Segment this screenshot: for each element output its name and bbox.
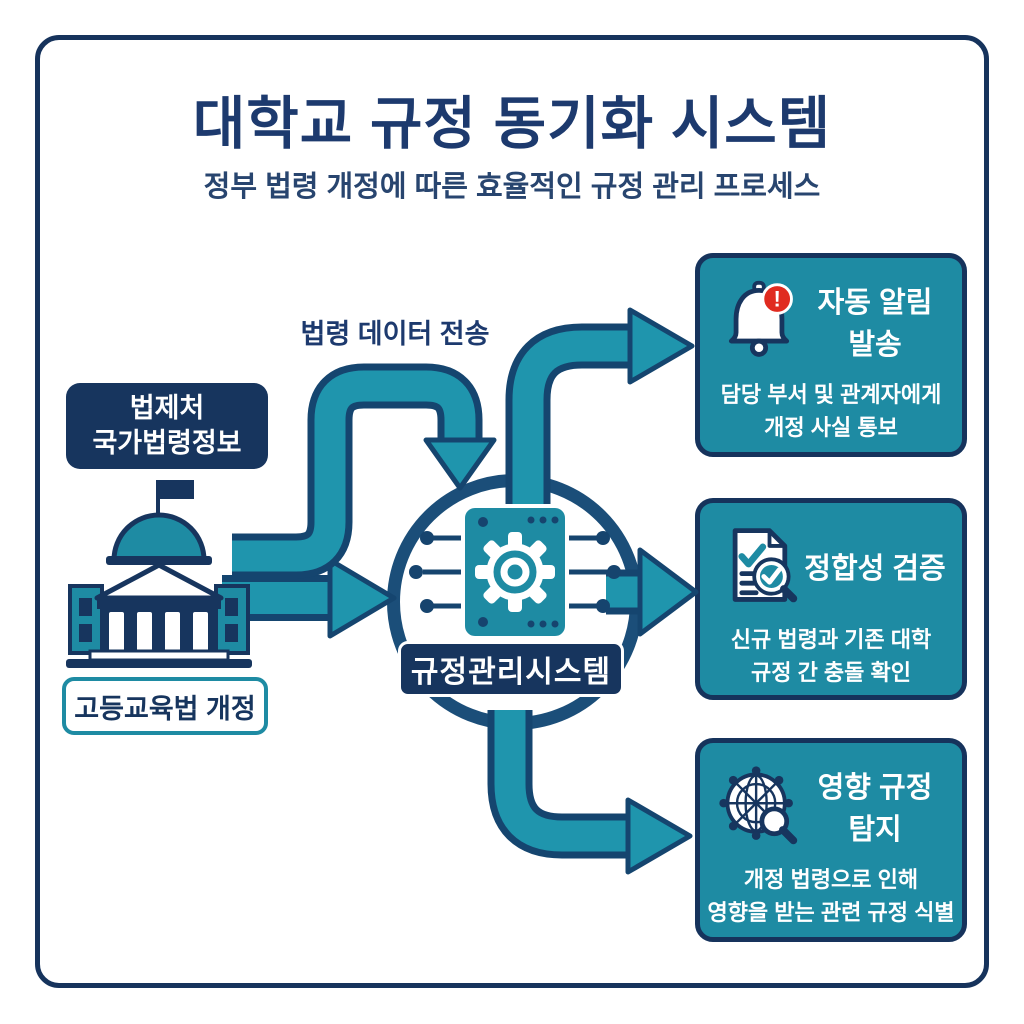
card-desc-line: 개정 사실 통보 — [764, 415, 898, 440]
bell-alert-icon: ! — [728, 280, 793, 357]
gear-icon — [475, 532, 555, 612]
government-building-icon — [66, 480, 252, 668]
card-title: 정합성 검증 — [804, 553, 946, 585]
card-impact-detection: 영향 규정 탐지 개정 법령으로 인해 영향을 받는 관련 규정 식별 — [695, 738, 967, 942]
card-title: 영향 규정 탐지 — [817, 772, 933, 846]
card-auto-alert: ! 자동 알림 발송 담당 부서 및 관계자에게 개정 사실 통보 — [695, 253, 967, 457]
page-subtitle: 정부 법령 개정에 따른 효율적인 규정 관리 프로세스 — [203, 171, 821, 203]
arrow-data-transfer — [232, 363, 497, 579]
page-title: 대학교 규정 동기화 시스템 — [192, 92, 832, 156]
source-agency-box: 법제처 국가법령정보 — [66, 383, 268, 469]
law-amendment-badge: 고등교육법 개정 — [62, 677, 268, 735]
chip-gear-icon — [409, 504, 621, 640]
svg-text:!: ! — [773, 287, 780, 312]
network-magnifier-icon — [719, 766, 798, 845]
card-desc-line: 영향을 받는 관련 규정 식별 — [707, 900, 955, 925]
arrow-hub-to-detect — [487, 710, 693, 875]
card-desc-line: 신규 법령과 기존 대학 — [730, 627, 932, 652]
source-line1: 법제처 — [129, 392, 205, 423]
card-desc-line: 담당 부서 및 관계자에게 — [720, 382, 942, 407]
arrow-hub-to-verify — [606, 547, 699, 637]
card-title: 자동 알림 발송 — [817, 287, 933, 361]
card-desc-line: 규정 간 충돌 확인 — [750, 660, 912, 685]
arrow-hub-to-alert — [505, 307, 695, 508]
data-transfer-label: 법령 데이터 전송 — [300, 319, 490, 349]
document-check-magnifier-icon — [732, 528, 798, 603]
card-desc-line: 개정 법령으로 인해 — [743, 867, 919, 892]
system-label: 규정관리시스템 — [398, 641, 624, 697]
source-line2: 국가법령정보 — [92, 428, 242, 458]
outer-frame — [35, 35, 989, 988]
card-consistency-check: 정합성 검증 신규 법령과 기존 대학 규정 간 충돌 확인 — [695, 498, 967, 700]
